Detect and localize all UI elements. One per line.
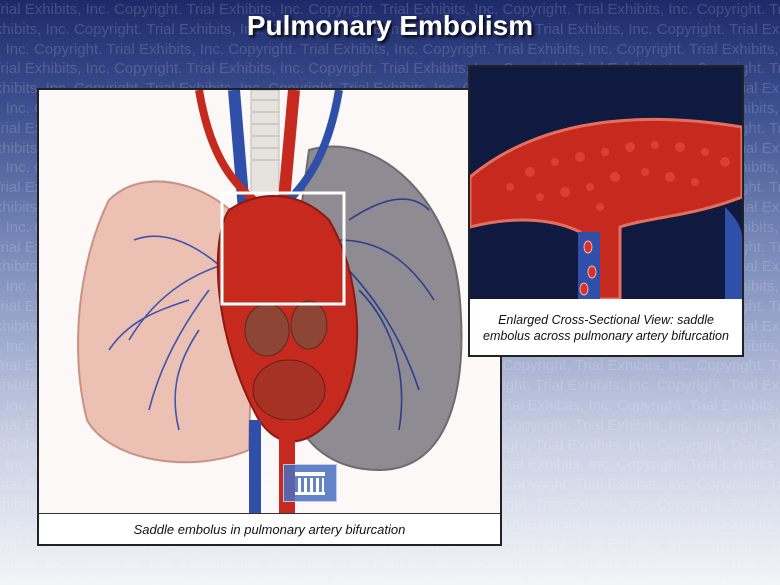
zoom-region-box	[220, 191, 346, 306]
watermark-line: Trial Exhibits, Inc. Copyright. Trial Ex…	[0, 40, 780, 58]
watermark-line: Trial Exhibits, Inc. Copyright. Trial Ex…	[0, 575, 780, 585]
copyright-symbol: ©	[262, 472, 276, 493]
heart-lungs-illustration	[39, 90, 500, 514]
watermark-line: Trial Exhibits, Inc. Copyright. Trial Ex…	[0, 555, 780, 573]
pulmonary-artery	[470, 117, 742, 299]
main-caption: Saddle embolus in pulmonary artery bifur…	[39, 513, 500, 544]
main-illustration-panel: Saddle embolus in pulmonary artery bifur…	[37, 88, 502, 546]
zoom-caption: Enlarged Cross-Sectional View: saddle em…	[483, 313, 729, 343]
publisher-logo: ©	[262, 463, 352, 503]
enlarged-cross-section	[470, 67, 742, 299]
saddle-embolus	[506, 141, 730, 211]
enlarged-view-panel: Enlarged Cross-Sectional View: saddle em…	[468, 65, 744, 357]
pillar-building-icon	[283, 464, 338, 502]
left-lung	[77, 180, 256, 464]
page-title: Pulmonary Embolism	[246, 10, 534, 41]
